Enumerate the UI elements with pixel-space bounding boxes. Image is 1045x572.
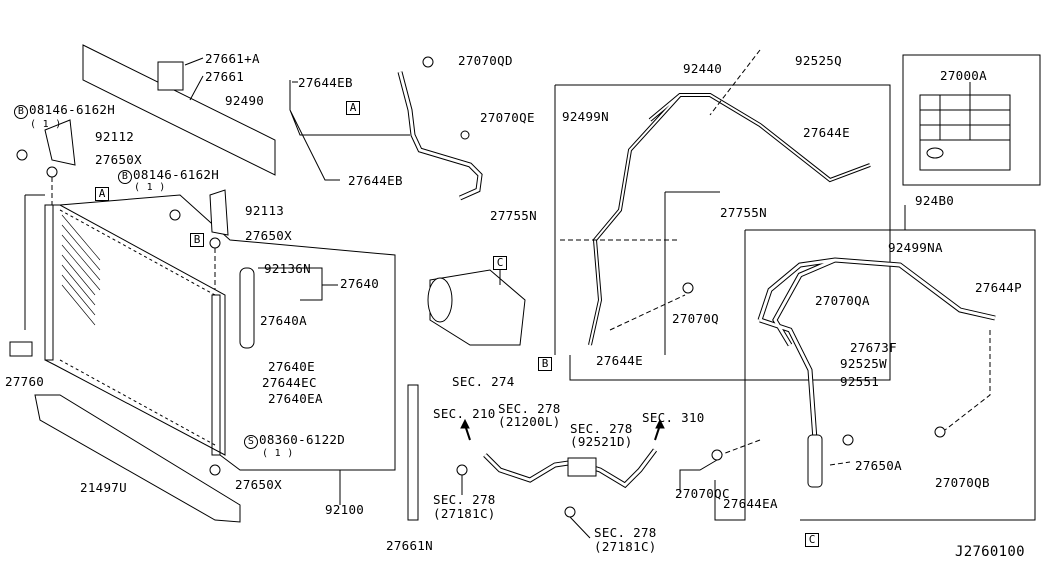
part-label: 27640EA [268,391,323,406]
section-ref: SEC. 278 [594,525,657,540]
part-label: 27644EB [298,75,353,90]
part-label: 92490 [225,93,265,108]
section-ref: SEC. 278 [498,401,561,416]
part-label: 27755N [490,208,537,223]
part-label: 27640A [260,313,307,328]
callout-c: C [805,533,819,547]
section-ref: (21200L) [498,414,561,429]
seal-27661n [407,384,419,521]
bolt-number: 08360-6122D [259,432,346,447]
part-label: 92113 [245,203,285,218]
part-label: 27661N [386,538,433,553]
part-label: 92551 [840,374,880,389]
seal-27661a [157,61,184,91]
part-label: 27644E [803,125,850,140]
part-label: 27755N [720,205,767,220]
bolt-marker-b: B [118,170,132,184]
section-ref: SEC. 278 [570,421,633,436]
part-label: 21497U [80,480,127,495]
compressor [429,269,526,346]
seal-strip-27661 [82,44,276,176]
part-label: 27661 [205,69,245,84]
part-label: 27650X [95,152,142,167]
part-label: 92136N [264,261,311,276]
part-label: 27644EB [348,173,403,188]
callout-b: B [190,233,204,247]
part-label: 27070QC [675,486,730,501]
part-label: 27070Q [672,311,719,326]
bolt-number: 08146-6162H [133,167,220,182]
section-ref: SEC. 274 [452,374,515,389]
callout-b: B [538,357,552,371]
part-label: 92440 [683,61,723,76]
bolt-marker-s: S [244,435,258,449]
part-label: 27644EA [723,496,778,511]
part-label: 27070QA [815,293,870,308]
section-ref: SEC. 310 [642,410,705,425]
bolt-marker-b: B [14,105,28,119]
part-label: 27644E [596,353,643,368]
part-label: 27673F [850,340,897,355]
part-label: 27760 [5,374,45,389]
part-label: 92100 [325,502,365,517]
section-ref: (27181C) [433,506,496,521]
callout-a: A [346,101,360,115]
part-label: 924B0 [915,193,955,208]
part-label: 27650A [855,458,902,473]
section-ref: (27181C) [594,539,657,554]
bolt-number: 08146-6162H [29,102,116,117]
callout-a: A [95,187,109,201]
part-qty: ( 1 ) [134,182,166,193]
part-label: 92499N [562,109,609,124]
receiver-drier-27640 [239,267,255,349]
part-label: 27640E [268,359,315,374]
part-qty: ( 1 ) [30,119,62,130]
section-ref: SEC. 210 [433,406,496,421]
shroud-21497u [34,394,241,523]
part-qty: ( 1 ) [262,448,294,459]
section-ref: (92521D) [570,434,633,449]
part-label: 27070QD [458,53,513,68]
part-label: 92499NA [888,240,943,255]
part-label: 27640 [340,276,380,291]
part-label: 27661+A [205,51,260,66]
part-label: 27000A [940,68,987,83]
part-label: 27644P [975,280,1022,295]
callout-c: C [493,256,507,270]
part-label: 92525Q [795,53,842,68]
section-ref: SEC. 278 [433,492,496,507]
part-label: 27650X [235,477,282,492]
part-label: 27070QB [935,475,990,490]
part-label: 92525W [840,356,887,371]
diagram-id: J2760100 [955,544,1025,560]
part-label: 92112 [95,129,135,144]
part-label: 27650X [245,228,292,243]
part-label: 27644EC [262,375,317,390]
part-label: 27070QE [480,110,535,125]
